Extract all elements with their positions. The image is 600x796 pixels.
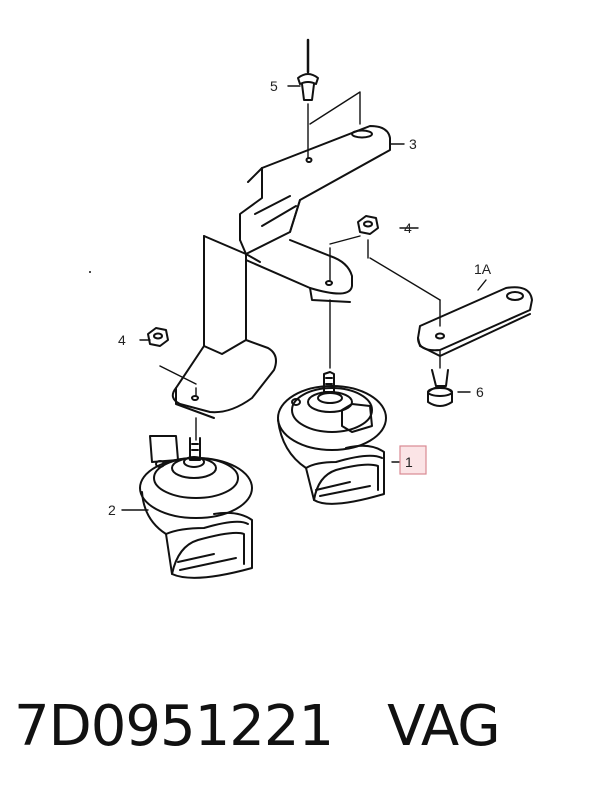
bolt-5 [297,38,319,101]
main-bracket-3 [171,125,391,419]
horn-2 [139,435,253,579]
brand-name: VAG [387,694,500,759]
callout-6: 6 [476,384,484,400]
bolt-6 [427,369,453,407]
callout-5: 5 [270,78,278,94]
part-caption: 7D0951221 VAG [14,694,501,759]
horn-1 [277,371,387,505]
exploded-parts-diagram: 5 3 4 1A 4 6 1 2 [89,38,533,579]
callout-2: 2 [108,502,116,518]
bracket-1a [417,286,533,357]
callout-1: 1 [405,454,413,470]
nut-4-left [147,327,169,347]
part-number: 7D0951221 [14,694,334,759]
callout-4-right: 4 [404,220,412,236]
callout-3: 3 [409,136,417,152]
callout-1-highlight [399,445,427,475]
callout-4-left: 4 [118,332,126,348]
callout-1a: 1A [474,261,492,277]
nut-4-right [357,215,379,235]
